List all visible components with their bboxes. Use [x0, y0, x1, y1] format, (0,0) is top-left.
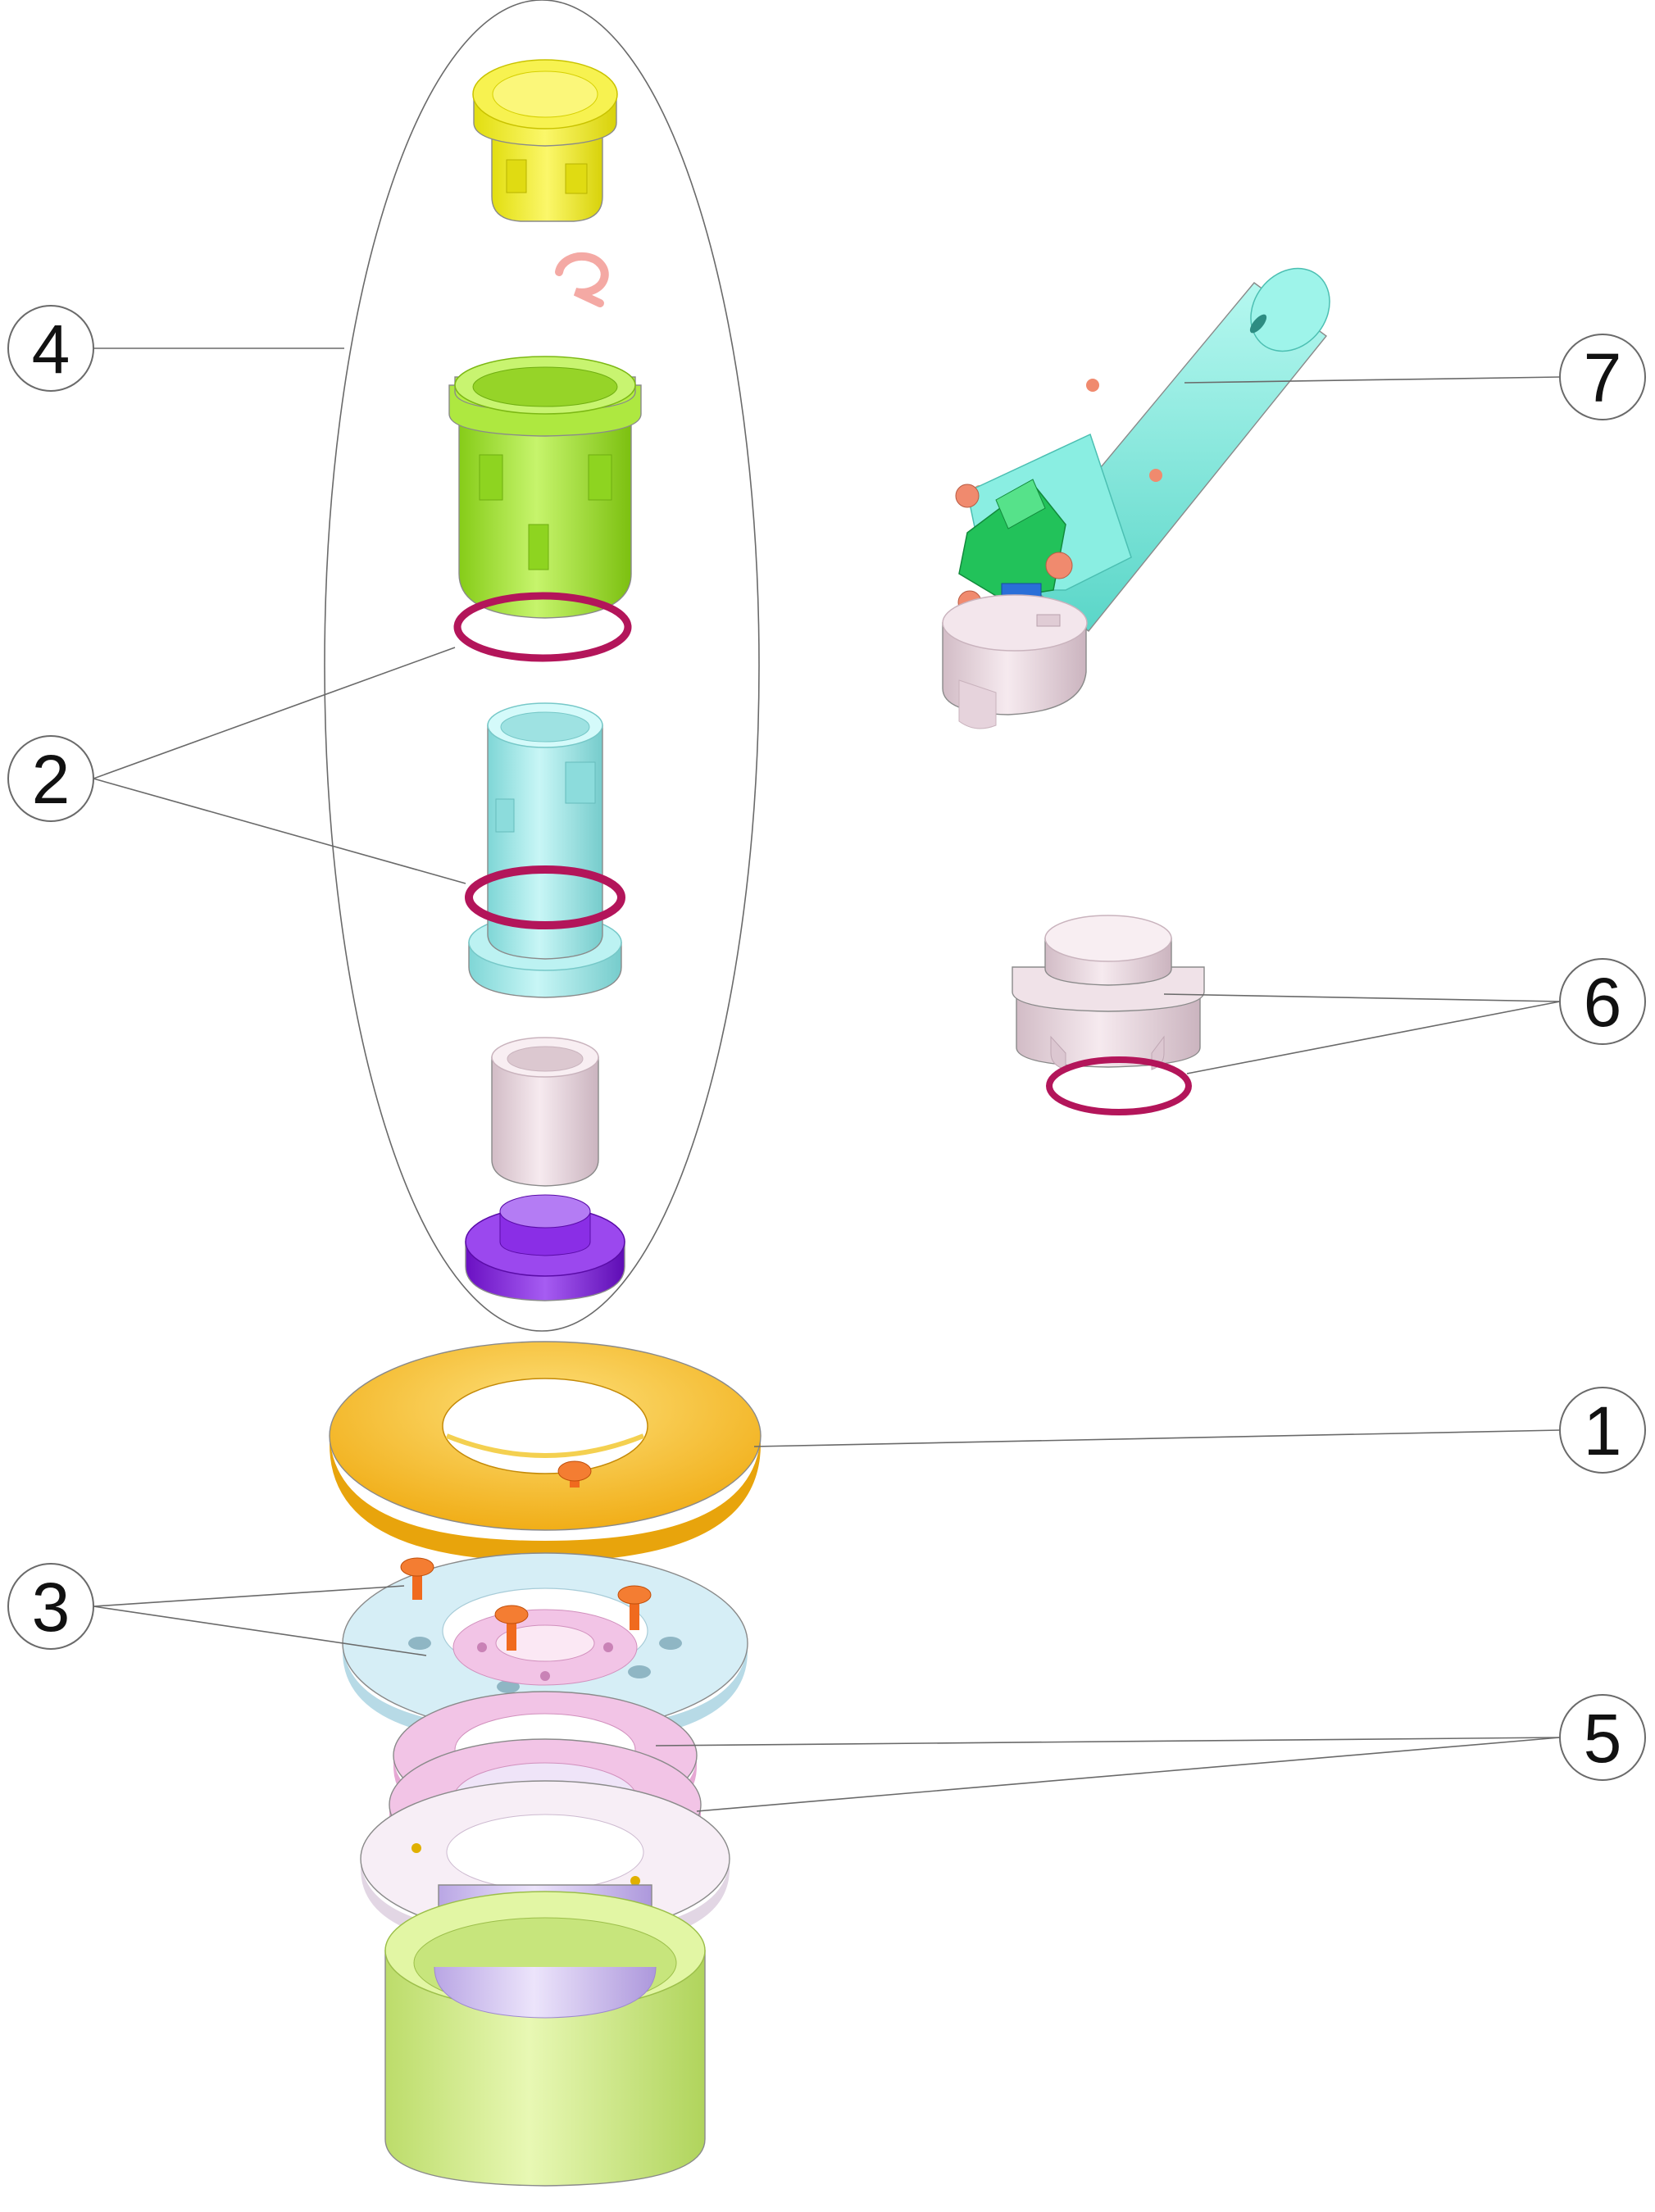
cyan-tube [468, 702, 622, 998]
callout-1-label: 1 [1584, 1392, 1622, 1469]
callout-3: 3 [7, 1563, 94, 1650]
plug-o-ring [1046, 1056, 1192, 1115]
yellow-adjust-cap [472, 59, 618, 222]
leader-lines [93, 347, 1561, 1812]
group-4-enclosure [324, 0, 760, 1332]
callout-2-label: 2 [32, 741, 70, 818]
lime-cup [384, 1891, 706, 2187]
middle-o-ring [465, 865, 625, 929]
pale-pink-sleeve [491, 1037, 599, 1187]
orange-screw-right [617, 1585, 652, 1630]
callout-5-label: 5 [1584, 1700, 1622, 1777]
pink-inner-gasket [452, 1609, 638, 1686]
callout-1: 1 [1559, 1387, 1646, 1474]
orange-screw-left [400, 1557, 434, 1600]
callout-4-label: 4 [32, 311, 70, 388]
pale-tool-cap [942, 594, 1088, 729]
purple-base [465, 1194, 625, 1301]
pale-pink-plug [1012, 915, 1205, 1070]
orange-screw-top [557, 1460, 592, 1488]
orange-screw-center [494, 1605, 529, 1651]
pink-retaining-clip [555, 252, 609, 307]
callout-3-label: 3 [32, 1569, 70, 1646]
upper-o-ring [453, 592, 632, 662]
callout-2: 2 [7, 735, 94, 822]
callout-4: 4 [7, 305, 94, 392]
callout-6: 6 [1559, 958, 1646, 1045]
orange-flange [329, 1341, 762, 1561]
green-body [448, 356, 642, 619]
callout-7-label: 7 [1584, 339, 1622, 416]
callout-5: 5 [1559, 1694, 1646, 1781]
green-tool-head [958, 479, 1066, 599]
callout-7: 7 [1559, 334, 1646, 420]
callout-6-label: 6 [1584, 964, 1622, 1041]
